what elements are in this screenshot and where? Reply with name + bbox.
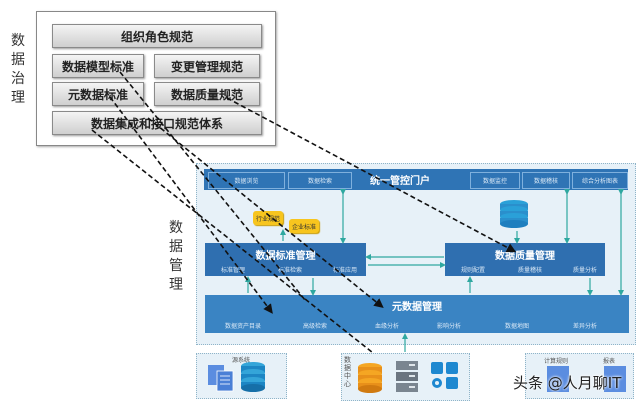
org-role-spec: 组织角色规范 xyxy=(52,24,262,48)
char: 心 xyxy=(344,380,351,388)
char: 理 xyxy=(169,277,183,293)
portal-btn-data-search[interactable]: 数据检索 xyxy=(288,172,352,189)
data-model-standard: 数据模型标准 xyxy=(52,54,144,78)
char: 理 xyxy=(11,90,25,106)
metadata-mgmt-sub: 影响分析 xyxy=(437,323,462,330)
portal-btn-data-audit[interactable]: 数据稽核 xyxy=(522,172,570,189)
char: 数 xyxy=(344,356,351,364)
quality-mgmt-title: 数据质量管理 xyxy=(495,251,555,262)
app-settings-icon xyxy=(431,362,458,389)
database-icon xyxy=(241,362,265,392)
tag-enterprise-standard: 企业标准 xyxy=(289,219,319,233)
metadata-standard: 元数据标准 xyxy=(52,82,144,106)
char: 数 xyxy=(169,220,183,236)
data-center-label: 数 据 中 心 xyxy=(344,356,352,388)
char: 据 xyxy=(344,364,351,372)
quality-mgmt-sub: 规则配置 xyxy=(461,267,486,274)
quality-mgmt-sub: 质量分析 xyxy=(573,267,598,274)
quality-mgmt-block: 数据质量管理 规则配置 质量稽核 质量分析 xyxy=(445,243,605,276)
database-icon xyxy=(500,200,528,228)
standard-mgmt-title: 数据标准管理 xyxy=(255,251,316,262)
standard-mgmt-sub: 标准管理 xyxy=(221,267,246,274)
management-side-label: 数 据 管 理 xyxy=(168,219,184,295)
char: 管 xyxy=(169,258,183,274)
char: 中 xyxy=(344,372,351,380)
server-icon xyxy=(396,361,418,392)
standard-mgmt-sub: 标准应用 xyxy=(333,267,358,274)
portal-btn-data-monitor[interactable]: 数据监控 xyxy=(470,172,520,189)
char: 治 xyxy=(11,71,25,87)
metadata-mgmt-title: 元数据管理 xyxy=(392,302,442,313)
calc-rule-icon xyxy=(547,366,569,392)
calc-rule-label: 计算规则 xyxy=(544,358,569,365)
dashed-quality-to-qmgmt xyxy=(226,97,517,253)
metadata-mgmt-sub: 血缘分析 xyxy=(375,323,400,330)
data-quality-spec: 数据质量规范 xyxy=(154,82,260,106)
quality-mgmt-sub: 质量稽核 xyxy=(518,267,543,274)
portal-btn-analysis-charts[interactable]: 综合分析图表 xyxy=(572,172,628,189)
standard-mgmt-block: 数据标准管理 标准管理 标准检索 标准应用 xyxy=(205,243,366,276)
metadata-mgmt-sub: 数据地图 xyxy=(505,323,530,330)
char: 据 xyxy=(11,52,25,68)
report-icon xyxy=(604,366,626,392)
dashed-model-to-standard xyxy=(119,71,306,301)
dashed-integration-to-meta xyxy=(147,117,384,309)
change-mgmt-spec: 变更管理规范 xyxy=(154,54,260,78)
governance-side-label: 数 据 治 理 xyxy=(10,32,26,108)
database-icon xyxy=(358,363,382,393)
metadata-mgmt-sub: 差异分析 xyxy=(573,323,598,330)
metadata-mgmt-block: 元数据管理 数据资产目录 高级检索 血缘分析 影响分析 数据地图 差异分析 xyxy=(205,295,629,333)
dashed-metadata-to-meta xyxy=(109,96,273,314)
char: 数 xyxy=(11,33,25,49)
document-icon xyxy=(208,365,234,392)
report-label: 报表 xyxy=(603,358,616,365)
source-system-label: 源系统 xyxy=(232,357,251,364)
standard-mgmt-sub: 标准检索 xyxy=(278,267,303,274)
watermark: 头条 @人月聊IT xyxy=(513,374,622,392)
portal-title: 统一管控门户 xyxy=(370,176,430,187)
metadata-mgmt-sub: 高级检索 xyxy=(303,323,328,330)
char: 据 xyxy=(169,239,183,255)
integration-interface-spec: 数据集成和接口规范体系 xyxy=(52,111,262,135)
metadata-mgmt-sub: 数据资产目录 xyxy=(225,323,262,330)
dashed-integration-to-datacenter xyxy=(91,129,396,371)
